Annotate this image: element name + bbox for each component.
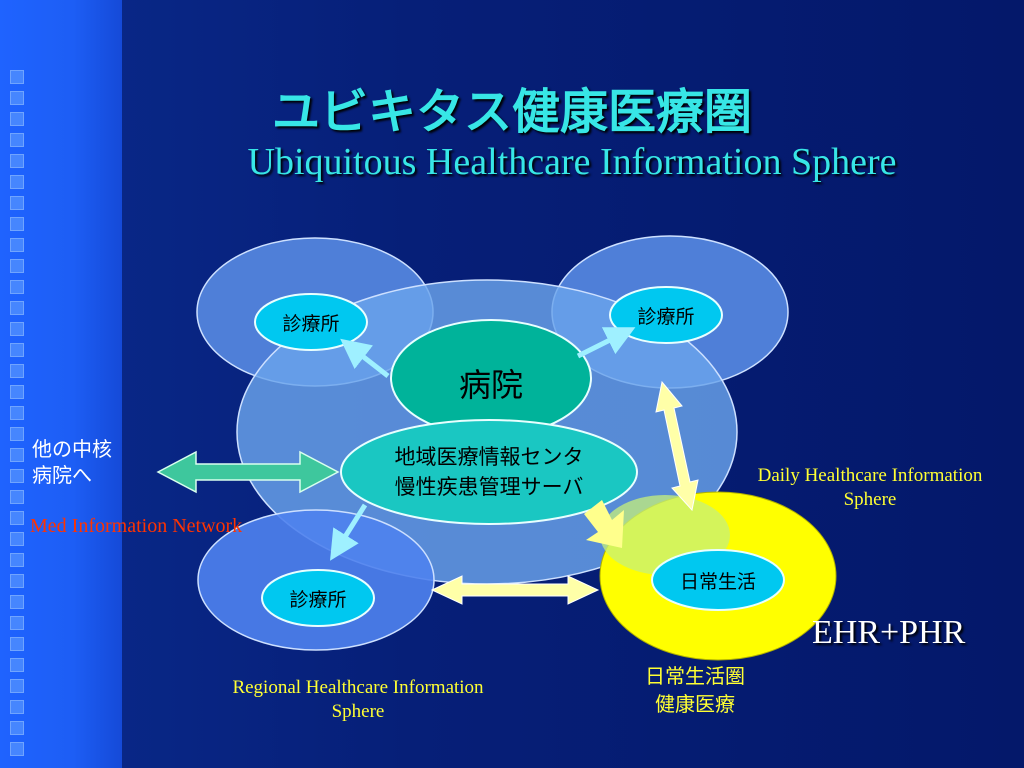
daily-jp-line2: 健康医療 — [655, 692, 735, 716]
clinic-label-bottom: 診療所 — [289, 589, 347, 611]
regional-sphere-line2: Sphere — [331, 701, 385, 722]
arrow-clinic-daily — [430, 575, 600, 605]
left-decor-strip — [0, 0, 122, 768]
ehr-phr-label: EHR+PHR — [812, 614, 966, 651]
daily-sphere-line1: Daily Healthcare Information — [757, 465, 983, 486]
med-network-label: Med Information Network — [30, 515, 243, 537]
daily-life-label: 日常生活 — [679, 571, 756, 593]
title-english: Ubiquitous Healthcare Information Sphere — [247, 141, 897, 183]
arrow-center-clinic-bottom — [330, 503, 368, 561]
hospital-label: 病院 — [458, 366, 523, 404]
arrow-right-clinic-daily — [655, 380, 699, 512]
arrow-other-hospital — [156, 450, 340, 494]
other-hospital-label: 他の中核 病院へ — [32, 436, 112, 488]
clinic-node-top-right[interactable] — [609, 286, 723, 344]
center-label-line1: 地域医療情報センタ — [394, 445, 584, 469]
clinic-node-bottom[interactable] — [261, 569, 375, 627]
decor-squares — [10, 70, 24, 763]
center-label: 地域医療情報センタ 慢性疾患管理サーバ — [340, 442, 638, 502]
daily-sphere-line2: Sphere — [843, 489, 897, 510]
clinic-label-top-left: 診療所 — [282, 313, 340, 335]
other-hospital-line2: 病院へ — [32, 463, 92, 487]
center-node[interactable] — [340, 419, 638, 525]
arrow-center-daily — [584, 500, 624, 548]
daily-sphere-label: Daily Healthcare Information Sphere — [730, 464, 1010, 512]
title-japanese: ユビキタス健康医療圏 — [271, 84, 752, 140]
daily-jp-line1: 日常生活圏 — [645, 664, 745, 688]
arrow-hospital-clinic-right — [576, 327, 636, 359]
center-label-line2: 慢性疾患管理サーバ — [394, 475, 584, 499]
daily-life-node[interactable] — [651, 549, 785, 611]
regional-sphere-label: Regional Healthcare Information Sphere — [198, 676, 518, 724]
other-hospital-line1: 他の中核 — [32, 437, 112, 461]
daily-jp-label: 日常生活圏 健康医療 — [620, 662, 770, 718]
clinic-node-top-left[interactable] — [254, 293, 368, 351]
arrow-hospital-clinic-left — [340, 338, 390, 378]
regional-sphere-line1: Regional Healthcare Information — [232, 677, 484, 698]
clinic-label-top-right: 診療所 — [637, 306, 695, 328]
